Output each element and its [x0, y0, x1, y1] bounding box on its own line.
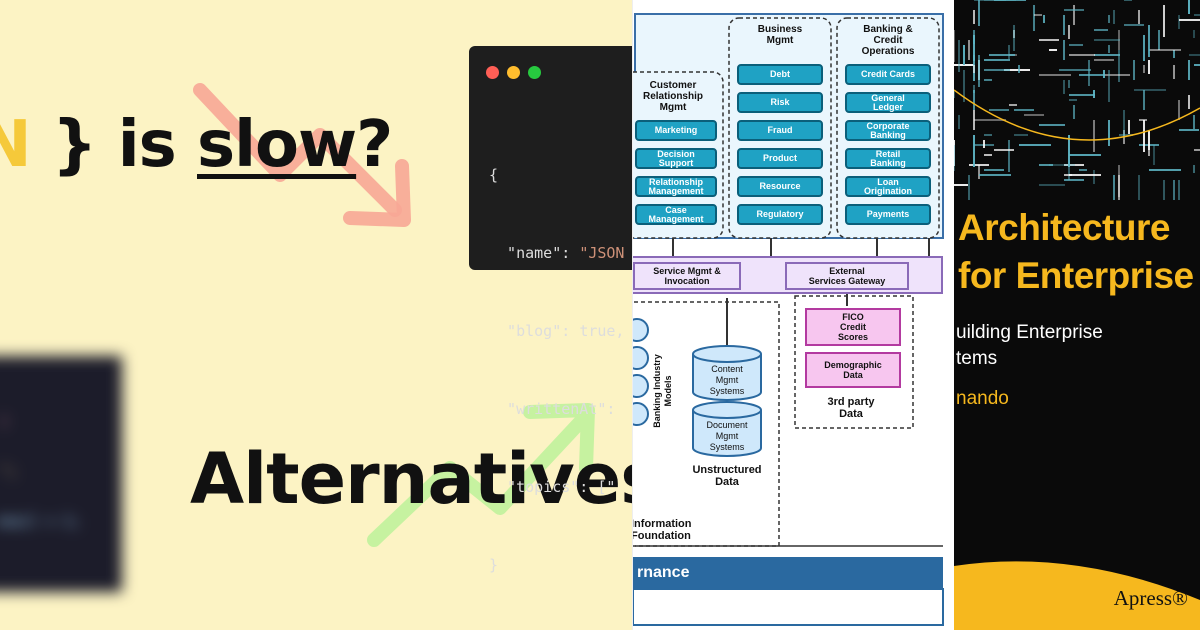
fico-credit-scores-box: FICO Credit Scores — [805, 308, 901, 346]
book-author: nando — [956, 388, 1009, 409]
business-mgmt-item: Resource — [737, 176, 823, 197]
headline-prefix: N — [0, 108, 32, 182]
business-mgmt-item: Debt — [737, 64, 823, 85]
crm-item: Marketing — [635, 120, 717, 141]
code-line: "blog": true, — [489, 322, 625, 340]
banking-ops-item: Payments — [845, 204, 931, 225]
blurred-code-line: ) — [0, 414, 9, 430]
document-mgmt-cylinder: Document Mgmt Systems — [706, 420, 748, 452]
crm-item: Decision Support — [635, 148, 717, 169]
business-mgmt-item: Risk — [737, 92, 823, 113]
banking-ops-item: Loan Origination — [845, 176, 931, 197]
blurred-code-line: email = 1; — [0, 514, 81, 530]
arrow-down-icon — [193, 83, 411, 227]
blurred-code-line: "; — [0, 464, 17, 480]
circuit-pattern — [954, 0, 1200, 200]
publisher-logo: Apress® — [1113, 586, 1188, 610]
book-subtitle: uilding Enterprise tems — [956, 320, 1103, 372]
alternatives-heading: Alternatives — [190, 438, 632, 520]
code-line: "name": "JSON — [489, 244, 625, 262]
headline-mid: } is — [30, 108, 197, 182]
book-title: Architecture for Enterprise — [958, 204, 1194, 300]
content-mgmt-cylinder: Content Mgmt Systems — [709, 364, 745, 396]
banking-industry-models-label: Banking Industry Models — [652, 354, 673, 428]
demographic-data-box: Demographic Data — [805, 352, 901, 388]
headline: N } is slow? — [0, 108, 393, 182]
book-title-line: Architecture — [958, 207, 1170, 248]
banking-ops-item: Credit Cards — [845, 64, 931, 85]
banking-ops-item: Corporate Banking — [845, 120, 931, 141]
json-code-block: { "name": "JSON "blog": true, "writtenAt… — [489, 110, 624, 630]
business-mgmt-item: Fraud — [737, 120, 823, 141]
code-editor-window — [469, 46, 632, 270]
business-mgmt-item: Regulatory — [737, 204, 823, 225]
governance-bar: rnance — [633, 557, 943, 589]
headline-suffix: ? — [356, 108, 393, 182]
code-line: { — [489, 166, 499, 184]
maximize-dot-icon — [528, 66, 541, 79]
banking-ops-item: Retail Banking — [845, 148, 931, 169]
banking-ops-item: General Ledger — [845, 92, 931, 113]
code-line: "topics": [" — [489, 478, 616, 496]
business-mgmt-title: Business Mgmt — [757, 24, 803, 46]
window-controls — [486, 66, 541, 79]
unstructured-data-label: Unstructured Data — [692, 464, 762, 488]
architecture-diagram-panel: Customer Relationship Mgmt Business Mgmt… — [632, 0, 954, 630]
cover-curves — [954, 89, 1200, 630]
code-line: } — [489, 556, 499, 574]
banking-ops-title: Banking & Credit Operations — [861, 24, 915, 57]
book-cover-panel: Architecture for Enterprise uilding Ente… — [954, 0, 1200, 630]
crm-item: Case Management — [635, 204, 717, 225]
book-title-line: for Enterprise — [958, 255, 1194, 296]
governance-label: rnance — [637, 564, 690, 581]
minimize-dot-icon — [507, 66, 520, 79]
service-mgmt-box: Service Mgmt & Invocation — [633, 262, 741, 290]
information-foundation-label: Information Foundation — [632, 518, 692, 542]
close-dot-icon — [486, 66, 499, 79]
crm-item: Relationship Management — [635, 176, 717, 197]
third-party-data-label: 3rd party Data — [827, 396, 875, 420]
json-blog-panel: N } is slow? Alternatives ) "; email = 1… — [0, 0, 632, 630]
headline-underlined-word: slow — [197, 108, 357, 182]
external-gateway-box: External Services Gateway — [785, 262, 909, 290]
book-subtitle-line: uilding Enterprise — [956, 322, 1103, 343]
code-line: "writtenAt": — [489, 400, 625, 418]
crm-group-title: Customer Relationship Mgmt — [642, 80, 703, 113]
book-subtitle-line: tems — [956, 348, 998, 369]
blurred-code-window: ) "; email = 1; — [0, 356, 122, 592]
business-mgmt-item: Product — [737, 148, 823, 169]
arrow-up-icon — [367, 403, 595, 547]
